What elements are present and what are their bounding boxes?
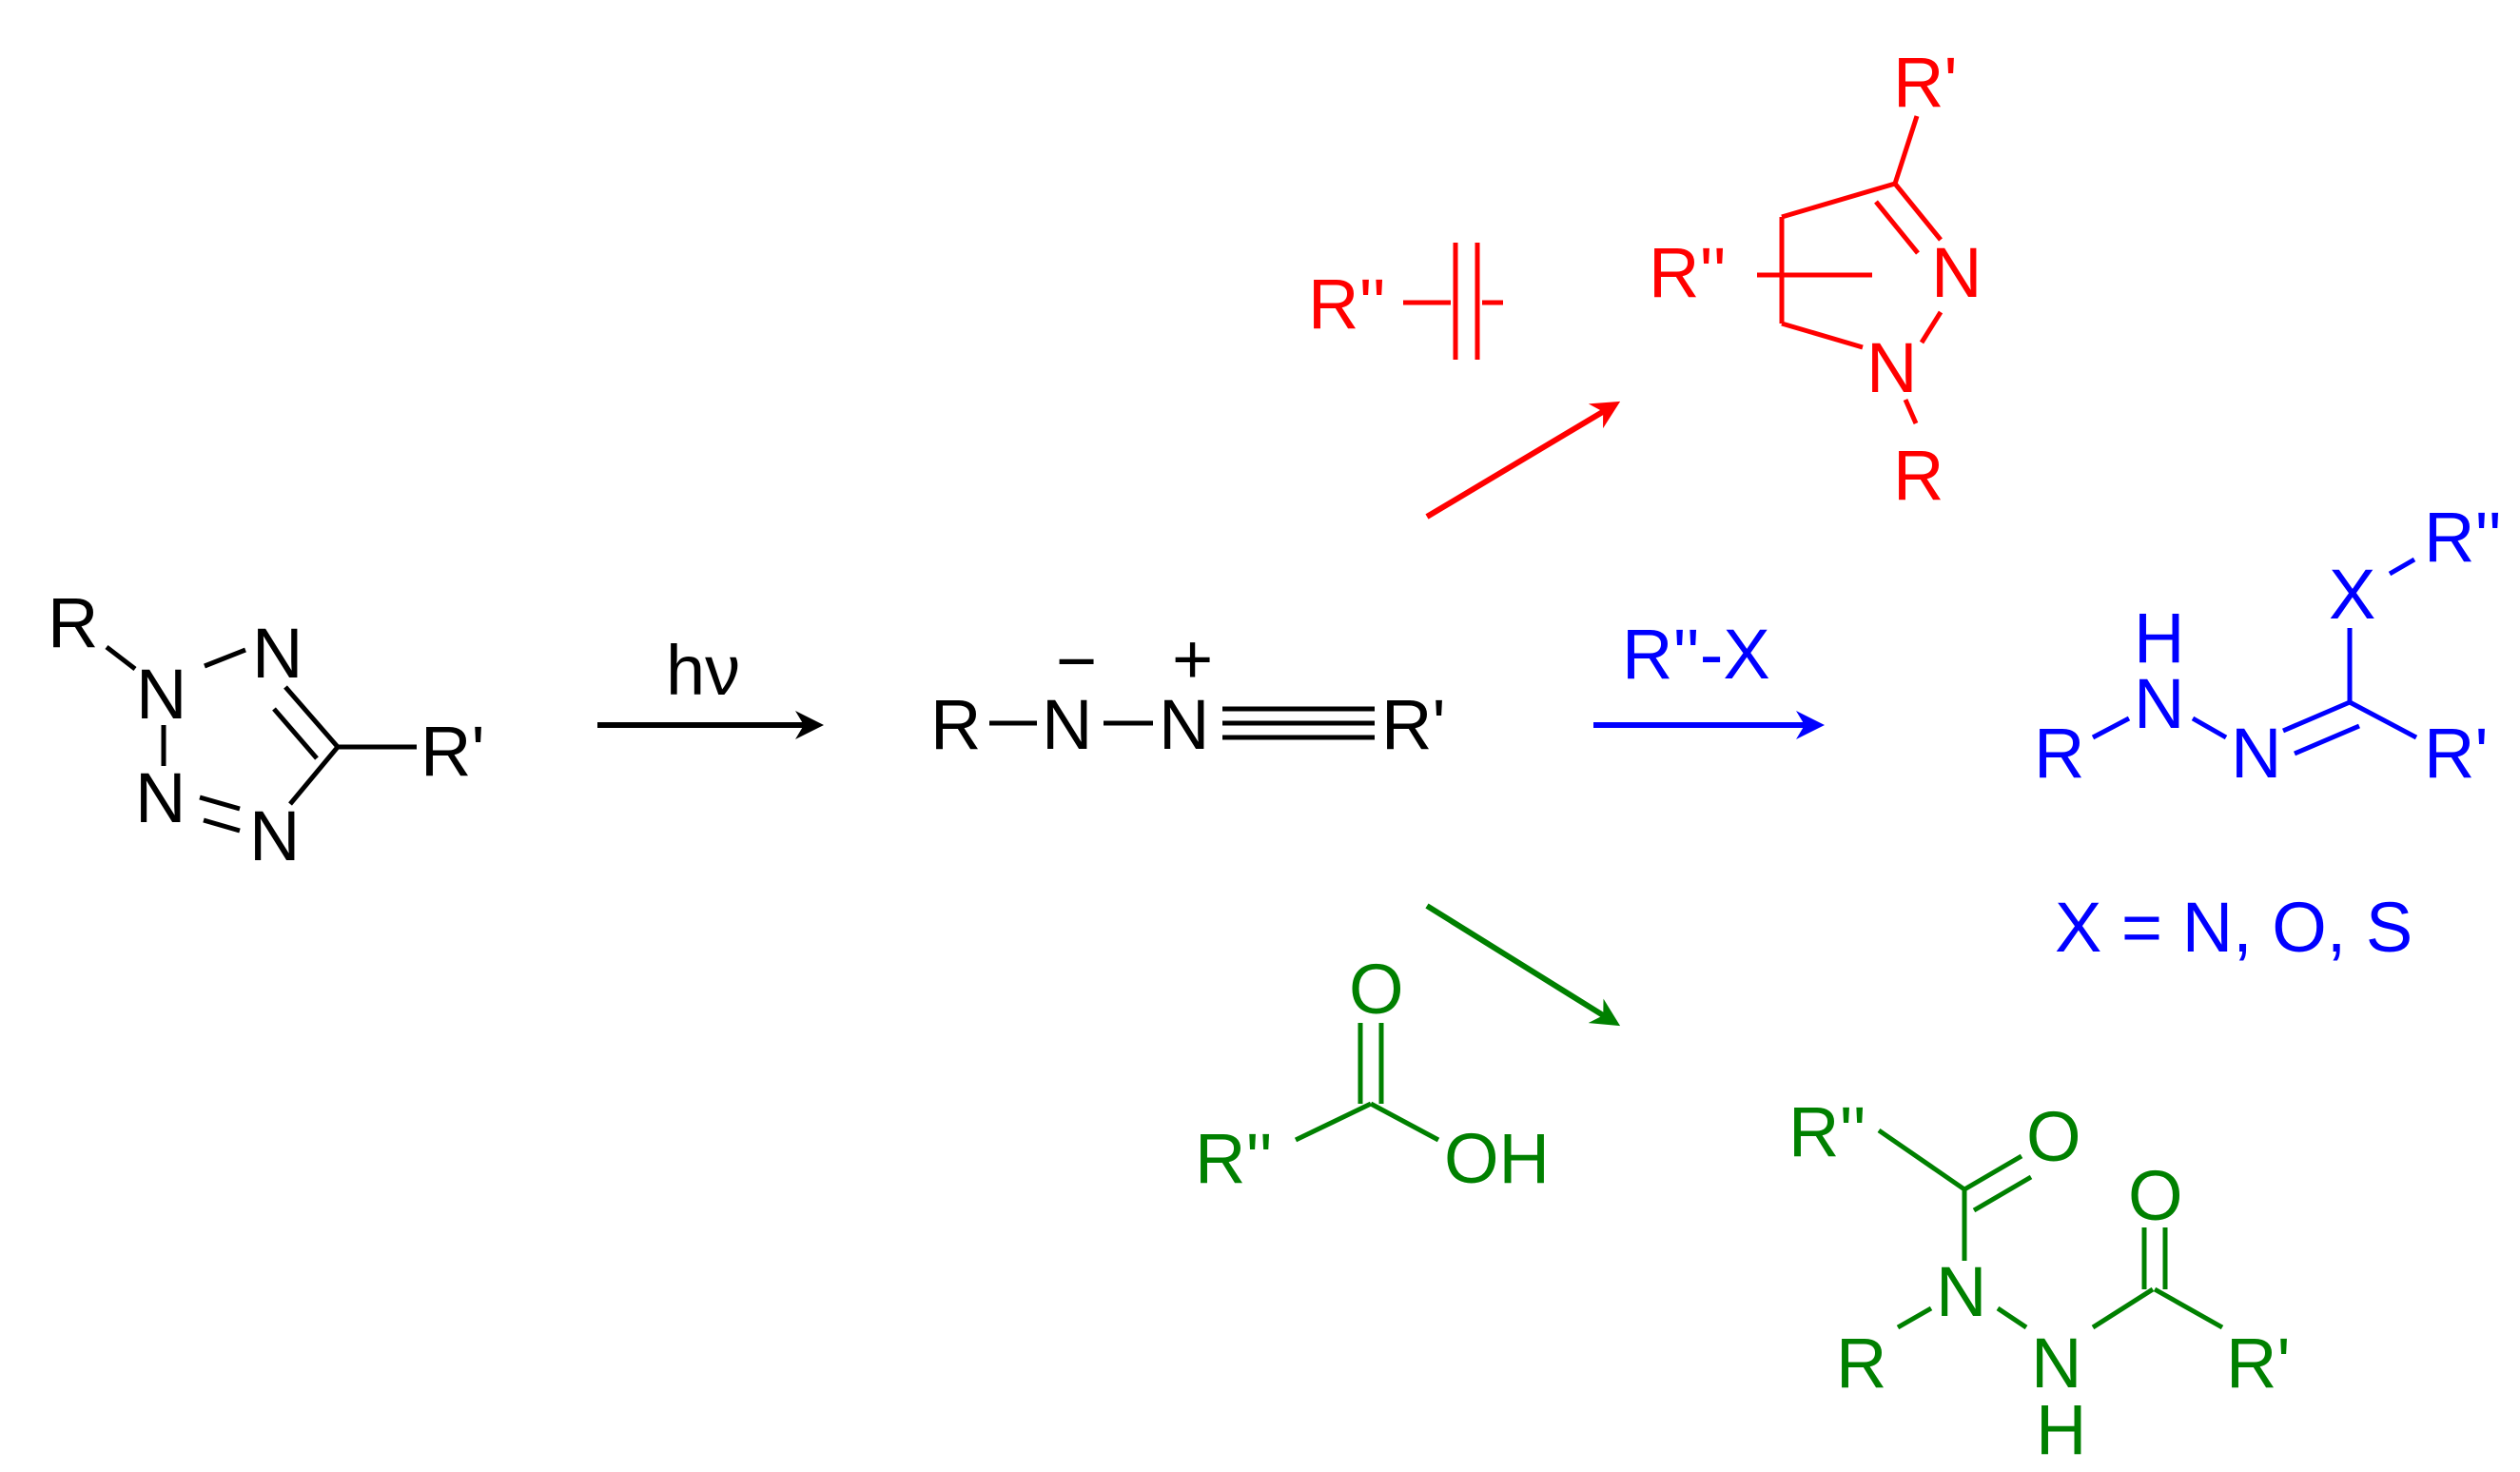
positive-charge: + bbox=[1172, 619, 1213, 698]
bond-c-r-prime bbox=[2348, 699, 2418, 740]
hydrazone-n-label: N bbox=[2231, 714, 2281, 793]
bond-carbonyl2-r-prime bbox=[2153, 1286, 2224, 1330]
acid-r-double-prime-label: R'' bbox=[1195, 1119, 1273, 1198]
x-definition-note: X = N, O, S bbox=[2055, 888, 2413, 967]
nitrile-imine-intermediate: R N N R' − + bbox=[930, 619, 1446, 764]
hydrazone-r-prime-label: R' bbox=[2424, 714, 2489, 793]
pyrazoline-r-prime-label: R' bbox=[1893, 43, 1958, 122]
bond-n3-c5-double bbox=[272, 707, 319, 760]
bond-carbonyl1-o-1 bbox=[1963, 1153, 2023, 1192]
bond-r-nh bbox=[2091, 716, 2131, 740]
bond-n2-n1 bbox=[1919, 310, 1944, 344]
pyrazoline-n-label: N bbox=[1931, 233, 1982, 312]
acid-arrow bbox=[1425, 903, 1621, 1027]
tetrazole-n4-label: N bbox=[249, 796, 300, 875]
tetrazole-n2-label: N bbox=[136, 655, 186, 734]
bond-n1-n2 bbox=[1996, 1305, 2028, 1330]
photolysis-step: hν bbox=[597, 631, 824, 739]
bond-c5-n1 bbox=[1781, 321, 1864, 350]
acid-pathway: O R'' OH R'' O O N R N H R' bbox=[1195, 903, 2291, 1469]
product-r-label: R bbox=[1836, 1324, 1886, 1403]
acid-oh-label: OH bbox=[1444, 1119, 1550, 1198]
bond-n-c-double-1 bbox=[2282, 699, 2351, 734]
cycloaddition-pathway: R'' R' R'' N N R bbox=[1308, 43, 1982, 520]
product-h-label: H bbox=[2036, 1390, 2086, 1469]
bond-c5-n4 bbox=[288, 745, 340, 806]
bond-c3-c4 bbox=[1781, 181, 1896, 220]
negative-charge: − bbox=[1056, 621, 1097, 700]
bond-nh-n bbox=[2191, 716, 2228, 740]
bond-c3-r-prime bbox=[1892, 115, 1920, 185]
tetrazole-n3-label: N bbox=[252, 614, 303, 693]
product-r-double-prime-label: R'' bbox=[1788, 1092, 1866, 1171]
bond-n1-n4-double bbox=[203, 817, 241, 834]
bond-n2-n3 bbox=[204, 647, 246, 669]
pyrazoline-n1-label: N bbox=[1866, 328, 1917, 407]
nitrile-imine-r-prime-label: R' bbox=[1381, 685, 1446, 764]
product-r-prime-label: R' bbox=[2226, 1324, 2291, 1403]
tetrazole-reactant: R N N N N R' bbox=[48, 583, 485, 875]
alkene-r-double-prime-label: R'' bbox=[1308, 265, 1386, 343]
bond-n-c-double-2 bbox=[2294, 723, 2360, 756]
hydrazone-nh-label: N bbox=[2134, 664, 2184, 743]
nucleophile-reagent: R''-X bbox=[1622, 615, 1770, 694]
acid-r-c-bond bbox=[1294, 1101, 1373, 1143]
product-n2-label: N bbox=[2031, 1324, 2081, 1403]
hydrazone-r-label: R bbox=[2034, 714, 2084, 793]
bond-c3-n2-double bbox=[1874, 200, 1920, 255]
hydrazone-r-double-prime-label: R'' bbox=[2424, 498, 2502, 577]
nitrile-imine-n-minus-label: N bbox=[1042, 685, 1092, 764]
bond-x-r-double-prime bbox=[2388, 557, 2416, 577]
pyrazoline-r-double-prime-label: R'' bbox=[1649, 233, 1727, 312]
nitrile-imine-r-label: R bbox=[930, 685, 981, 764]
pyrazoline-r-label: R bbox=[1893, 436, 1944, 515]
bond-n2-carbonyl2 bbox=[2091, 1286, 2155, 1330]
bond-carbonyl1-o-2 bbox=[1972, 1174, 2033, 1213]
product-o2-label: O bbox=[2128, 1156, 2183, 1235]
product-o1-label: O bbox=[2026, 1097, 2081, 1176]
bond-c3-n2 bbox=[1893, 182, 1943, 242]
acid-o-label: O bbox=[1349, 950, 1404, 1029]
acid-c-oh-bond bbox=[1369, 1101, 1440, 1143]
product-n1-label: N bbox=[1936, 1252, 1986, 1331]
bond-n1-r bbox=[1903, 398, 1919, 425]
bond-n3-c5 bbox=[283, 685, 340, 749]
tetrazole-r-prime-label: R' bbox=[420, 712, 485, 791]
bond-r-carbonyl1 bbox=[1877, 1128, 1966, 1192]
hydrazone-h-label: H bbox=[2134, 599, 2184, 677]
nucleophile-pathway: R''-X H N R N X R'' R' X = N, O, S bbox=[1593, 498, 2502, 967]
tetrazole-r-label: R bbox=[48, 583, 98, 662]
tetrazole-n1-label: N bbox=[135, 758, 186, 837]
bond-n1-n4 bbox=[199, 795, 241, 812]
bond-n1-r bbox=[1896, 1305, 1933, 1330]
hydrazone-x-label: X bbox=[2329, 555, 2375, 634]
photolysis-condition: hν bbox=[666, 631, 740, 710]
nitrile-imine-n-plus-label: N bbox=[1159, 685, 1209, 764]
cycloaddition-arrow bbox=[1425, 401, 1621, 520]
bond-r-n2 bbox=[105, 645, 137, 671]
